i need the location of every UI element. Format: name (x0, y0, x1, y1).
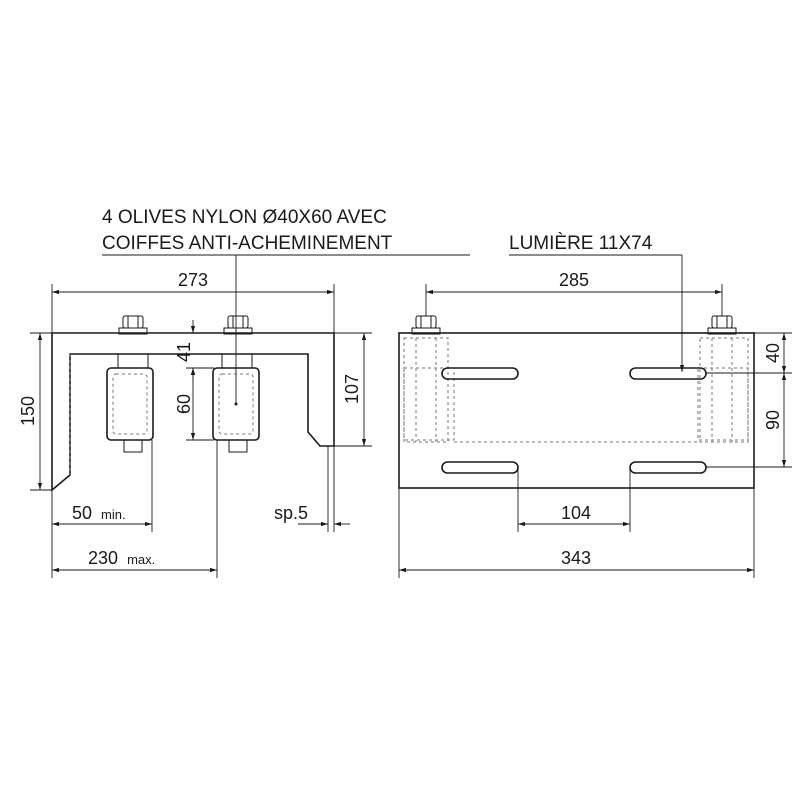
bracket-outline (51, 332, 335, 492)
side-view: 285 40 90 104 343 (398, 270, 792, 578)
dim-230: 230 (88, 548, 118, 568)
dim-285: 285 (559, 270, 589, 290)
slot-bottom-right (629, 461, 707, 474)
dim-60: 60 (174, 394, 194, 414)
bolt-right (223, 315, 253, 335)
slot-top-right (629, 367, 707, 380)
dim-90: 90 (763, 410, 783, 430)
bolt-plan-right (707, 315, 737, 335)
front-view: 273 150 41 60 107 50 min. 230 (18, 255, 372, 578)
slot-bottom-left (441, 461, 519, 474)
dim-41: 41 (174, 342, 194, 362)
dim-230-suffix: max. (127, 552, 155, 567)
note-olives-line1: 4 OLIVES NYLON Ø40X60 AVEC (102, 207, 387, 228)
roller-left (106, 353, 154, 453)
svg-text:230 max.: 230 max. (88, 548, 155, 568)
dim-343: 343 (561, 548, 591, 568)
dim-sp5: sp.5 (274, 503, 308, 523)
dim-107: 107 (342, 374, 362, 404)
dim-40: 40 (763, 343, 783, 363)
svg-text:50 min.: 50 min. (72, 503, 126, 523)
dim-50: 50 (72, 503, 92, 523)
bolt-plan-left (411, 315, 441, 335)
dim-150: 150 (18, 396, 38, 426)
bolt-left (118, 315, 148, 335)
note-olives-line2: COIFFES ANTI-ACHEMINEMENT (102, 233, 393, 254)
note-slot: LUMIÈRE 11X74 (509, 233, 653, 254)
plate-outline (398, 332, 755, 489)
dim-50-suffix: min. (101, 507, 126, 522)
dim-273: 273 (178, 270, 208, 290)
dim-104: 104 (561, 503, 591, 523)
slot-top-left (441, 367, 519, 380)
